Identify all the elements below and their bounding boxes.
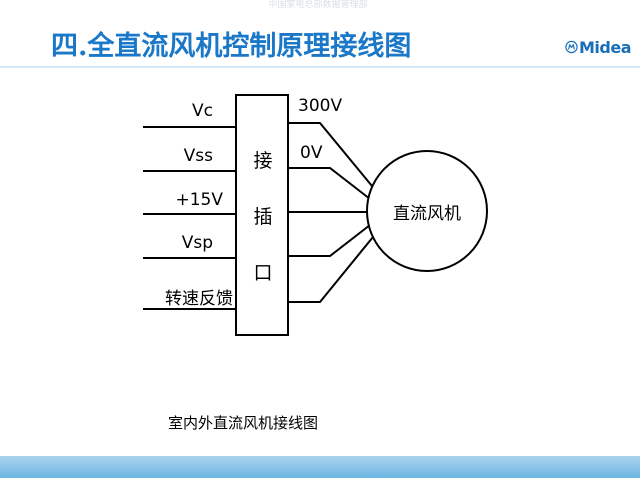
connector-char-3: 口 [253, 262, 273, 284]
watermark-text: 中国家电总部数据管理部 [268, 0, 368, 10]
output-wire-1 [288, 122, 373, 187]
diagram-caption: 室内外直流风机接线图 [168, 414, 319, 432]
connector-char-1: 接 [253, 150, 273, 172]
connector-char-2: 插 [253, 206, 273, 228]
motor-label: 直流风机 [393, 204, 461, 224]
output-wire-2 [288, 167, 371, 200]
output-wire-5 [288, 236, 374, 303]
footer-bar [0, 456, 640, 478]
input-label-vsp: Vsp [181, 233, 213, 253]
midea-logo: Midea [565, 34, 632, 60]
header-divider [0, 66, 640, 68]
motor-circle [366, 150, 488, 272]
midea-logo-icon [565, 40, 578, 54]
output-label-0v: 0V [300, 143, 323, 163]
input-label-15v: +15V [175, 190, 223, 210]
output-wire-4 [288, 224, 371, 257]
connector-box [235, 94, 289, 336]
input-label-feedback: 转速反馈 [165, 289, 233, 309]
input-label-vss: Vss [183, 146, 213, 166]
slide-title: 四.全直流风机控制原理接线图 [51, 31, 412, 62]
logo-text: Midea [578, 37, 632, 57]
output-label-300v: 300V [298, 96, 343, 116]
input-label-vc: Vc [192, 101, 213, 121]
